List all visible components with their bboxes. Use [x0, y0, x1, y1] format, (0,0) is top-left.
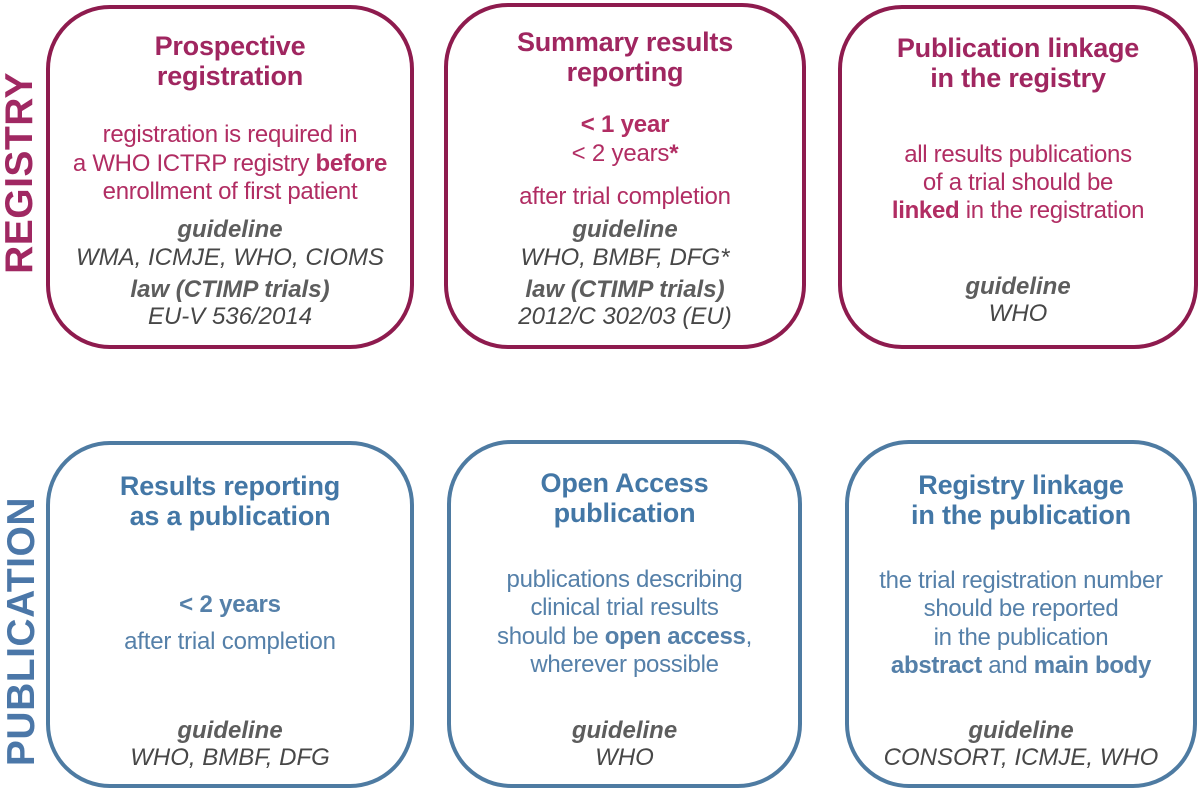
card-footer: guideline CONSORT, ICMJE, WHO: [884, 717, 1159, 773]
guideline-label: guideline: [572, 216, 678, 244]
guideline-value: WHO, BMBF, DFG*: [520, 243, 730, 271]
card-title: Open Access publication: [540, 468, 709, 529]
card-footer: guideline WHO, BMBF, DFG: [130, 717, 330, 773]
card-title: Summary results reporting: [516, 27, 734, 88]
law-label: law (CTIMP trials): [525, 275, 725, 303]
guideline-label: guideline: [177, 216, 283, 244]
card-summary-results-reporting: Summary results reporting < 1 year < 2 y…: [444, 3, 806, 349]
guideline-block: guideline CONSORT, ICMJE, WHO: [884, 717, 1159, 773]
after-trial-completion: after trial completion: [124, 628, 336, 656]
card-title: Results reporting as a publication: [119, 471, 341, 532]
law-value: EU-V 536/2014: [147, 303, 313, 331]
guideline-value: CONSORT, ICMJE, WHO: [883, 744, 1159, 772]
guideline-label: guideline: [965, 272, 1071, 300]
guideline-block: guideline WHO, BMBF, DFG: [130, 717, 330, 773]
law-block: law (CTIMP trials) EU-V 536/2014: [76, 276, 384, 332]
card-registry-linkage-in-publication: Registry linkage in the publication the …: [845, 440, 1197, 788]
guideline-block: guideline WHO, BMBF, DFG*: [518, 216, 731, 272]
guideline-block: guideline WHO: [572, 717, 677, 773]
guideline-block: guideline WHO: [965, 273, 1070, 329]
guideline-value: WHO: [595, 744, 654, 772]
card-footer: guideline WHO: [572, 717, 677, 773]
after-trial-completion: after trial completion: [519, 183, 731, 211]
card-title: Prospective registration: [154, 31, 306, 92]
guideline-block: guideline WMA, ICMJE, WHO, CIOMS: [76, 216, 384, 272]
registry-row-label: REGISTRY: [0, 72, 41, 274]
guideline-value: WMA, ICMJE, WHO, CIOMS: [76, 243, 384, 271]
card-footer: guideline WMA, ICMJE, WHO, CIOMS law (CT…: [76, 216, 384, 332]
time-primary: < 2 years: [179, 591, 281, 619]
card-footer: guideline WHO: [965, 273, 1070, 329]
law-label: law (CTIMP trials): [130, 275, 330, 303]
card-publication-linkage-in-registry: Publication linkage in the registry all …: [838, 5, 1198, 349]
guideline-label: guideline: [571, 716, 678, 744]
time-primary: < 1 year: [580, 111, 670, 139]
card-results-reporting-as-publication: Results reporting as a publication < 2 y…: [46, 441, 414, 788]
time-secondary: < 2 years*: [571, 140, 679, 168]
card-prospective-registration: Prospective registration registration is…: [46, 5, 414, 349]
card-mid: < 2 years after trial completion: [124, 531, 336, 716]
guideline-label: guideline: [177, 716, 283, 744]
card-footer: guideline WHO, BMBF, DFG* law (CTIMP tri…: [518, 216, 731, 332]
guideline-value: WHO, BMBF, DFG: [130, 744, 330, 772]
publication-row-label: PUBLICATION: [0, 497, 43, 767]
card-title: Registry linkage in the publication: [911, 470, 1131, 531]
card-title: Publication linkage in the registry: [896, 33, 1140, 94]
card-open-access-publication: Open Access publication publications des…: [447, 440, 802, 788]
law-value: 2012/C 302/03 (EU): [518, 303, 732, 331]
law-block: law (CTIMP trials) 2012/C 302/03 (EU): [518, 276, 731, 332]
guideline-label: guideline: [968, 716, 1074, 744]
guideline-value: WHO: [988, 300, 1048, 328]
